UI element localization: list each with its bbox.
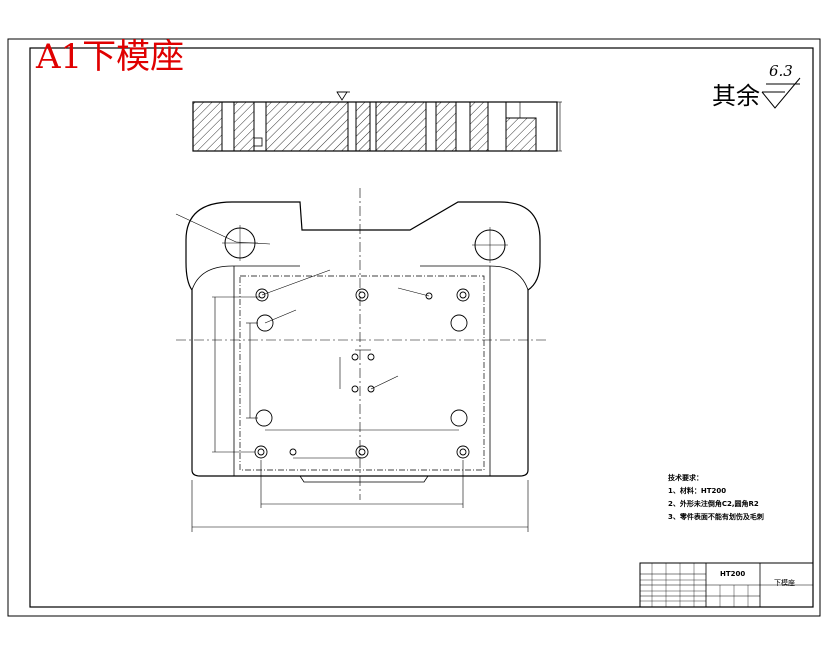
notes-title: 技术要求： xyxy=(668,474,703,482)
inner-frame xyxy=(29,47,814,608)
roughness-label: 其余 xyxy=(712,82,760,110)
title-block-part-name: 下模座 xyxy=(774,579,795,587)
roughness-value: 6.3 xyxy=(769,62,793,80)
note-item: 2、外形未注倒角C2,圆角R2 xyxy=(668,500,759,508)
outer-frame xyxy=(7,38,821,617)
roughness-symbol xyxy=(761,77,801,109)
note-item: 3、零件表面不能有划伤及毛刺 xyxy=(668,513,764,521)
drawing-stamp: A1下模座 xyxy=(36,37,185,77)
title-block-material: HT200 xyxy=(720,570,746,578)
note-item: 1、材料：HT200 xyxy=(668,487,727,495)
section-view xyxy=(192,91,562,152)
technical-requirements: 技术要求： 1、材料：HT200 2、外形未注倒角C2,圆角R2 3、零件表面不… xyxy=(668,472,764,524)
surface-roughness-note: 其余 6.3 xyxy=(712,62,793,111)
plan-view xyxy=(175,188,548,532)
title-block xyxy=(639,562,814,608)
